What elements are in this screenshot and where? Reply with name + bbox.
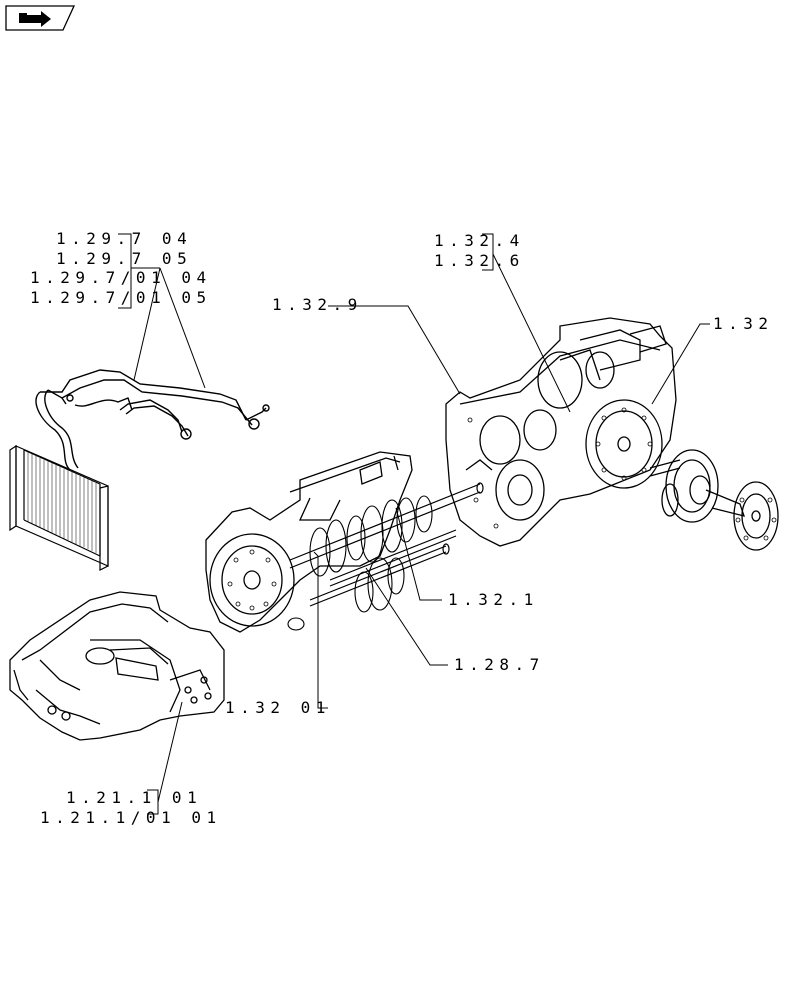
oil-cooler xyxy=(9,444,109,571)
hydraulic-pipes xyxy=(35,369,270,471)
callout-label[interactable]: 1.32.4 xyxy=(434,231,525,250)
callout-label[interactable]: 1.29.7/01 04 xyxy=(30,268,212,287)
callout-label[interactable]: 1.29.7/01 05 xyxy=(30,288,212,307)
housing-bolts xyxy=(467,407,653,529)
callout-label[interactable]: 1.29.7 05 xyxy=(56,249,193,268)
cooler-fins xyxy=(27,452,97,553)
callout-label[interactable]: 1.32.6 xyxy=(434,251,525,270)
callout-label[interactable]: 1.21.1/01 01 xyxy=(40,808,222,827)
callout-label[interactable]: 1.32 xyxy=(713,314,774,333)
clutch-housing xyxy=(205,451,413,633)
callout-label[interactable]: 1.32 01 xyxy=(225,698,331,717)
axle-flange-bolts xyxy=(735,497,777,541)
leader-lines xyxy=(118,233,710,815)
callout-label[interactable]: 1.28.7 xyxy=(454,655,545,674)
callout-label[interactable]: 1.21.1 01 xyxy=(66,788,203,807)
back-nav-button[interactable] xyxy=(5,5,76,31)
gear-cluster xyxy=(287,495,433,631)
rear-transmission-housing xyxy=(445,317,677,547)
callout-label[interactable]: 1.32.9 xyxy=(272,295,363,314)
front-support-casting xyxy=(9,591,225,741)
callout-label[interactable]: 1.32.1 xyxy=(448,590,539,609)
clutch-studs xyxy=(227,549,277,611)
gear-shafts xyxy=(289,482,484,607)
rear-axle-assembly xyxy=(649,449,779,551)
callout-label[interactable]: 1.29.7 04 xyxy=(56,229,193,248)
arrow-return-icon xyxy=(5,5,76,31)
